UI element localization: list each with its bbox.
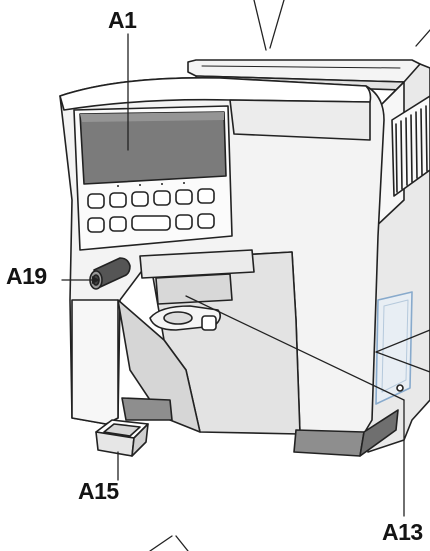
callout-label-a19: A19 bbox=[6, 263, 47, 289]
vent-grille bbox=[391, 95, 430, 197]
callout-label-a13: A13 bbox=[382, 519, 423, 545]
leader-lines bbox=[61, 0, 430, 551]
cup-holder bbox=[149, 305, 222, 331]
display-screen bbox=[79, 111, 227, 185]
button-row-bottom bbox=[87, 213, 215, 233]
control-panel bbox=[73, 105, 233, 251]
cleaning-tablet-container bbox=[95, 419, 149, 457]
button-row-top bbox=[87, 188, 215, 209]
side-window bbox=[375, 291, 413, 405]
base-feet bbox=[121, 384, 404, 457]
callout-label-a15: A15 bbox=[78, 478, 119, 504]
spout-housing bbox=[139, 249, 255, 305]
callout-label-a1: A1 bbox=[108, 7, 137, 33]
